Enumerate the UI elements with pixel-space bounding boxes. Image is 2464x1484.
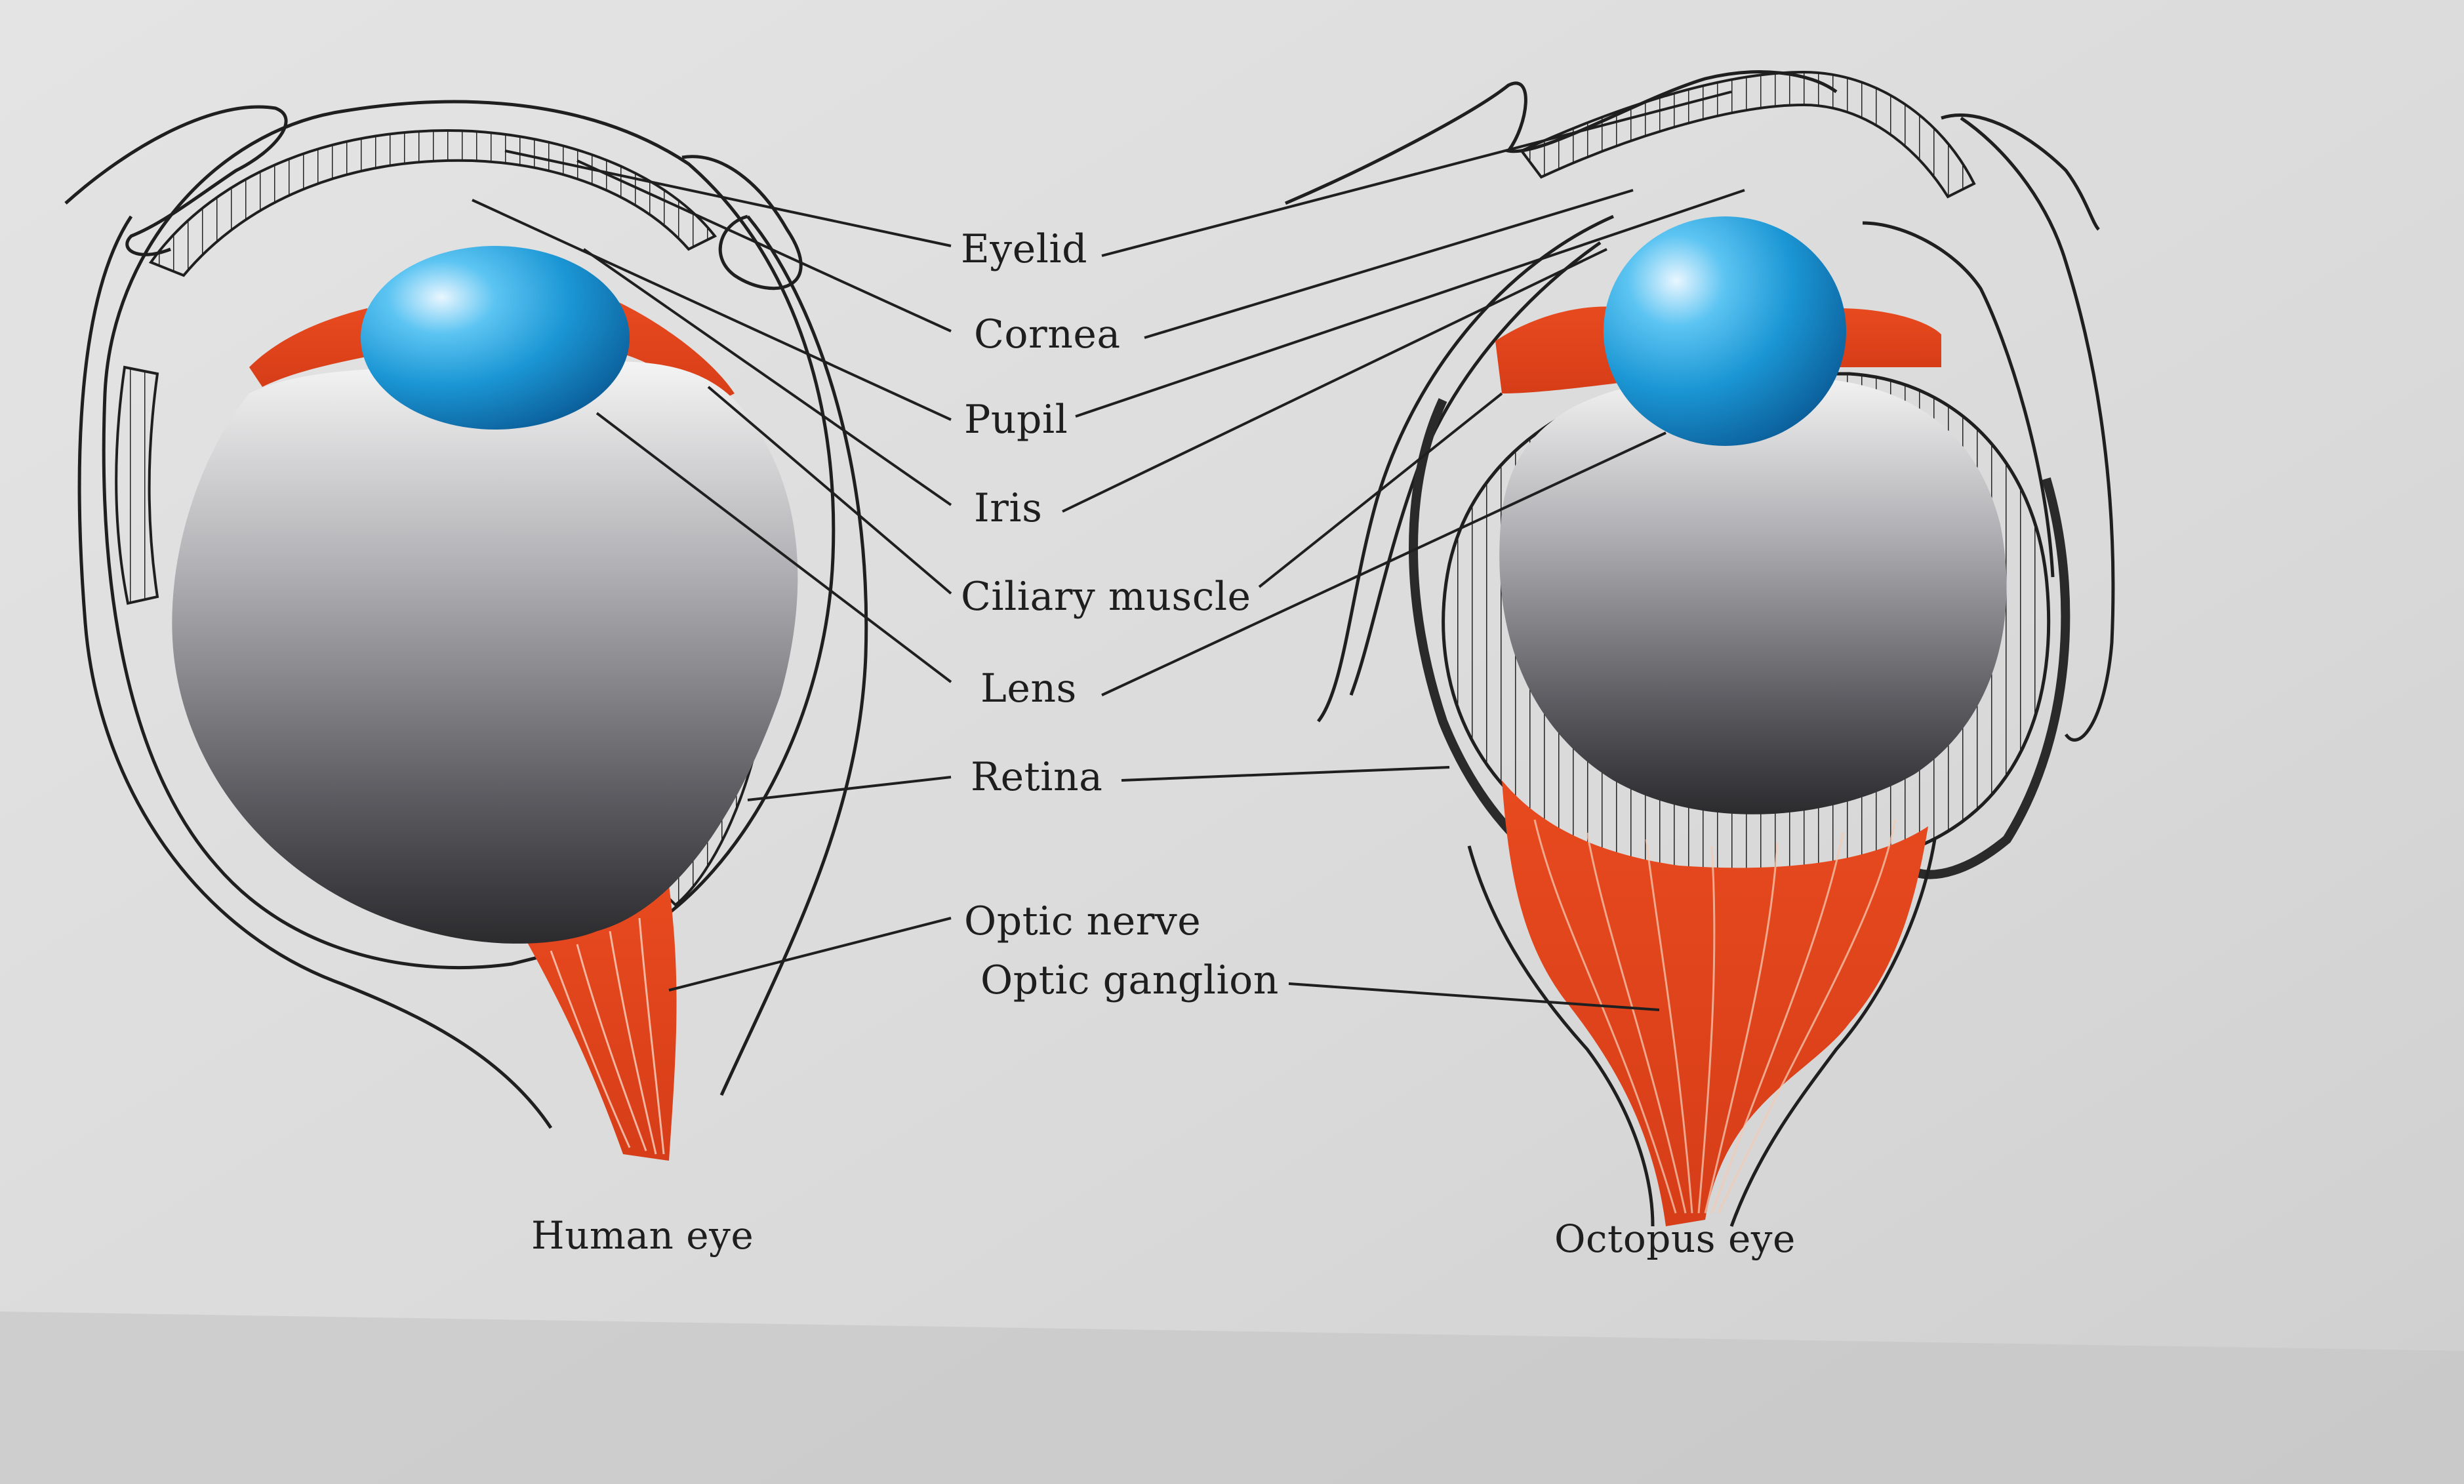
octopus-lens [1604,216,1846,446]
leader-cornea-left [576,159,952,332]
octopus-upper-lid-hatch [1519,70,1976,199]
leader-pupil-right [1075,189,1745,418]
caption-octopus-eye: Octopus eye [1554,1216,1796,1261]
human-cornea-lens [361,246,630,430]
human-sclera-hatch-left [115,365,159,605]
leader-iris-right [1062,248,1607,513]
leader-lens-right [1101,431,1666,696]
octopus-ciliary-muscle-right [1830,308,1941,367]
leader-optic-ganglion [1288,982,1660,1011]
label-lens: Lens [980,666,1077,712]
octopus-ciliary-muscle-left [1495,306,1640,393]
leader-eyelid-left [504,150,952,247]
label-optic-nerve: Optic nerve [964,898,1202,944]
label-pupil: Pupil [964,397,1068,443]
human-eyeball-globe [172,361,798,944]
leader-optic-nerve [668,917,952,992]
human-ciliary-muscle-left [249,308,380,387]
leader-lens-left [596,412,952,683]
octopus-eyeball-globe [1499,374,2007,814]
label-cornea: Cornea [974,311,1121,357]
leader-iris-left [582,248,952,506]
label-optic-ganglion: Optic ganglion [980,957,1279,1003]
label-ciliary-muscle: Ciliary muscle [961,574,1251,620]
octopus-inner-lid [1862,221,2055,578]
octopus-lid-right-outline [1941,113,2115,742]
human-optic-nerve-fibers [550,917,665,1155]
label-retina: Retina [971,754,1103,800]
leader-ciliary-left [707,386,952,595]
leader-ciliary-right [1258,392,1503,588]
human-eyelid-outline [64,105,288,256]
octopus-eye [1285,70,2115,1227]
leader-retina-left [747,776,952,801]
caption-human-eye: Human eye [531,1213,754,1258]
leader-eyelid-right [1101,90,1732,257]
octopus-optic-ganglion [1502,780,1928,1226]
leader-lines [472,90,1745,1011]
label-iris: Iris [974,485,1043,531]
human-outer-sheath [77,215,553,1129]
label-eyelid: Eyelid [961,226,1087,272]
octopus-ganglion-fibers [1533,819,1897,1214]
human-lower-lid-outline [681,155,803,290]
human-outer-sheath-right [719,215,868,1096]
leader-retina-right [1121,766,1450,782]
octopus-ganglion-outline [1467,839,1937,1227]
page-shadow [0,1312,2464,1484]
leader-cornea-right [1144,189,1634,339]
leader-pupil-left [472,199,952,421]
